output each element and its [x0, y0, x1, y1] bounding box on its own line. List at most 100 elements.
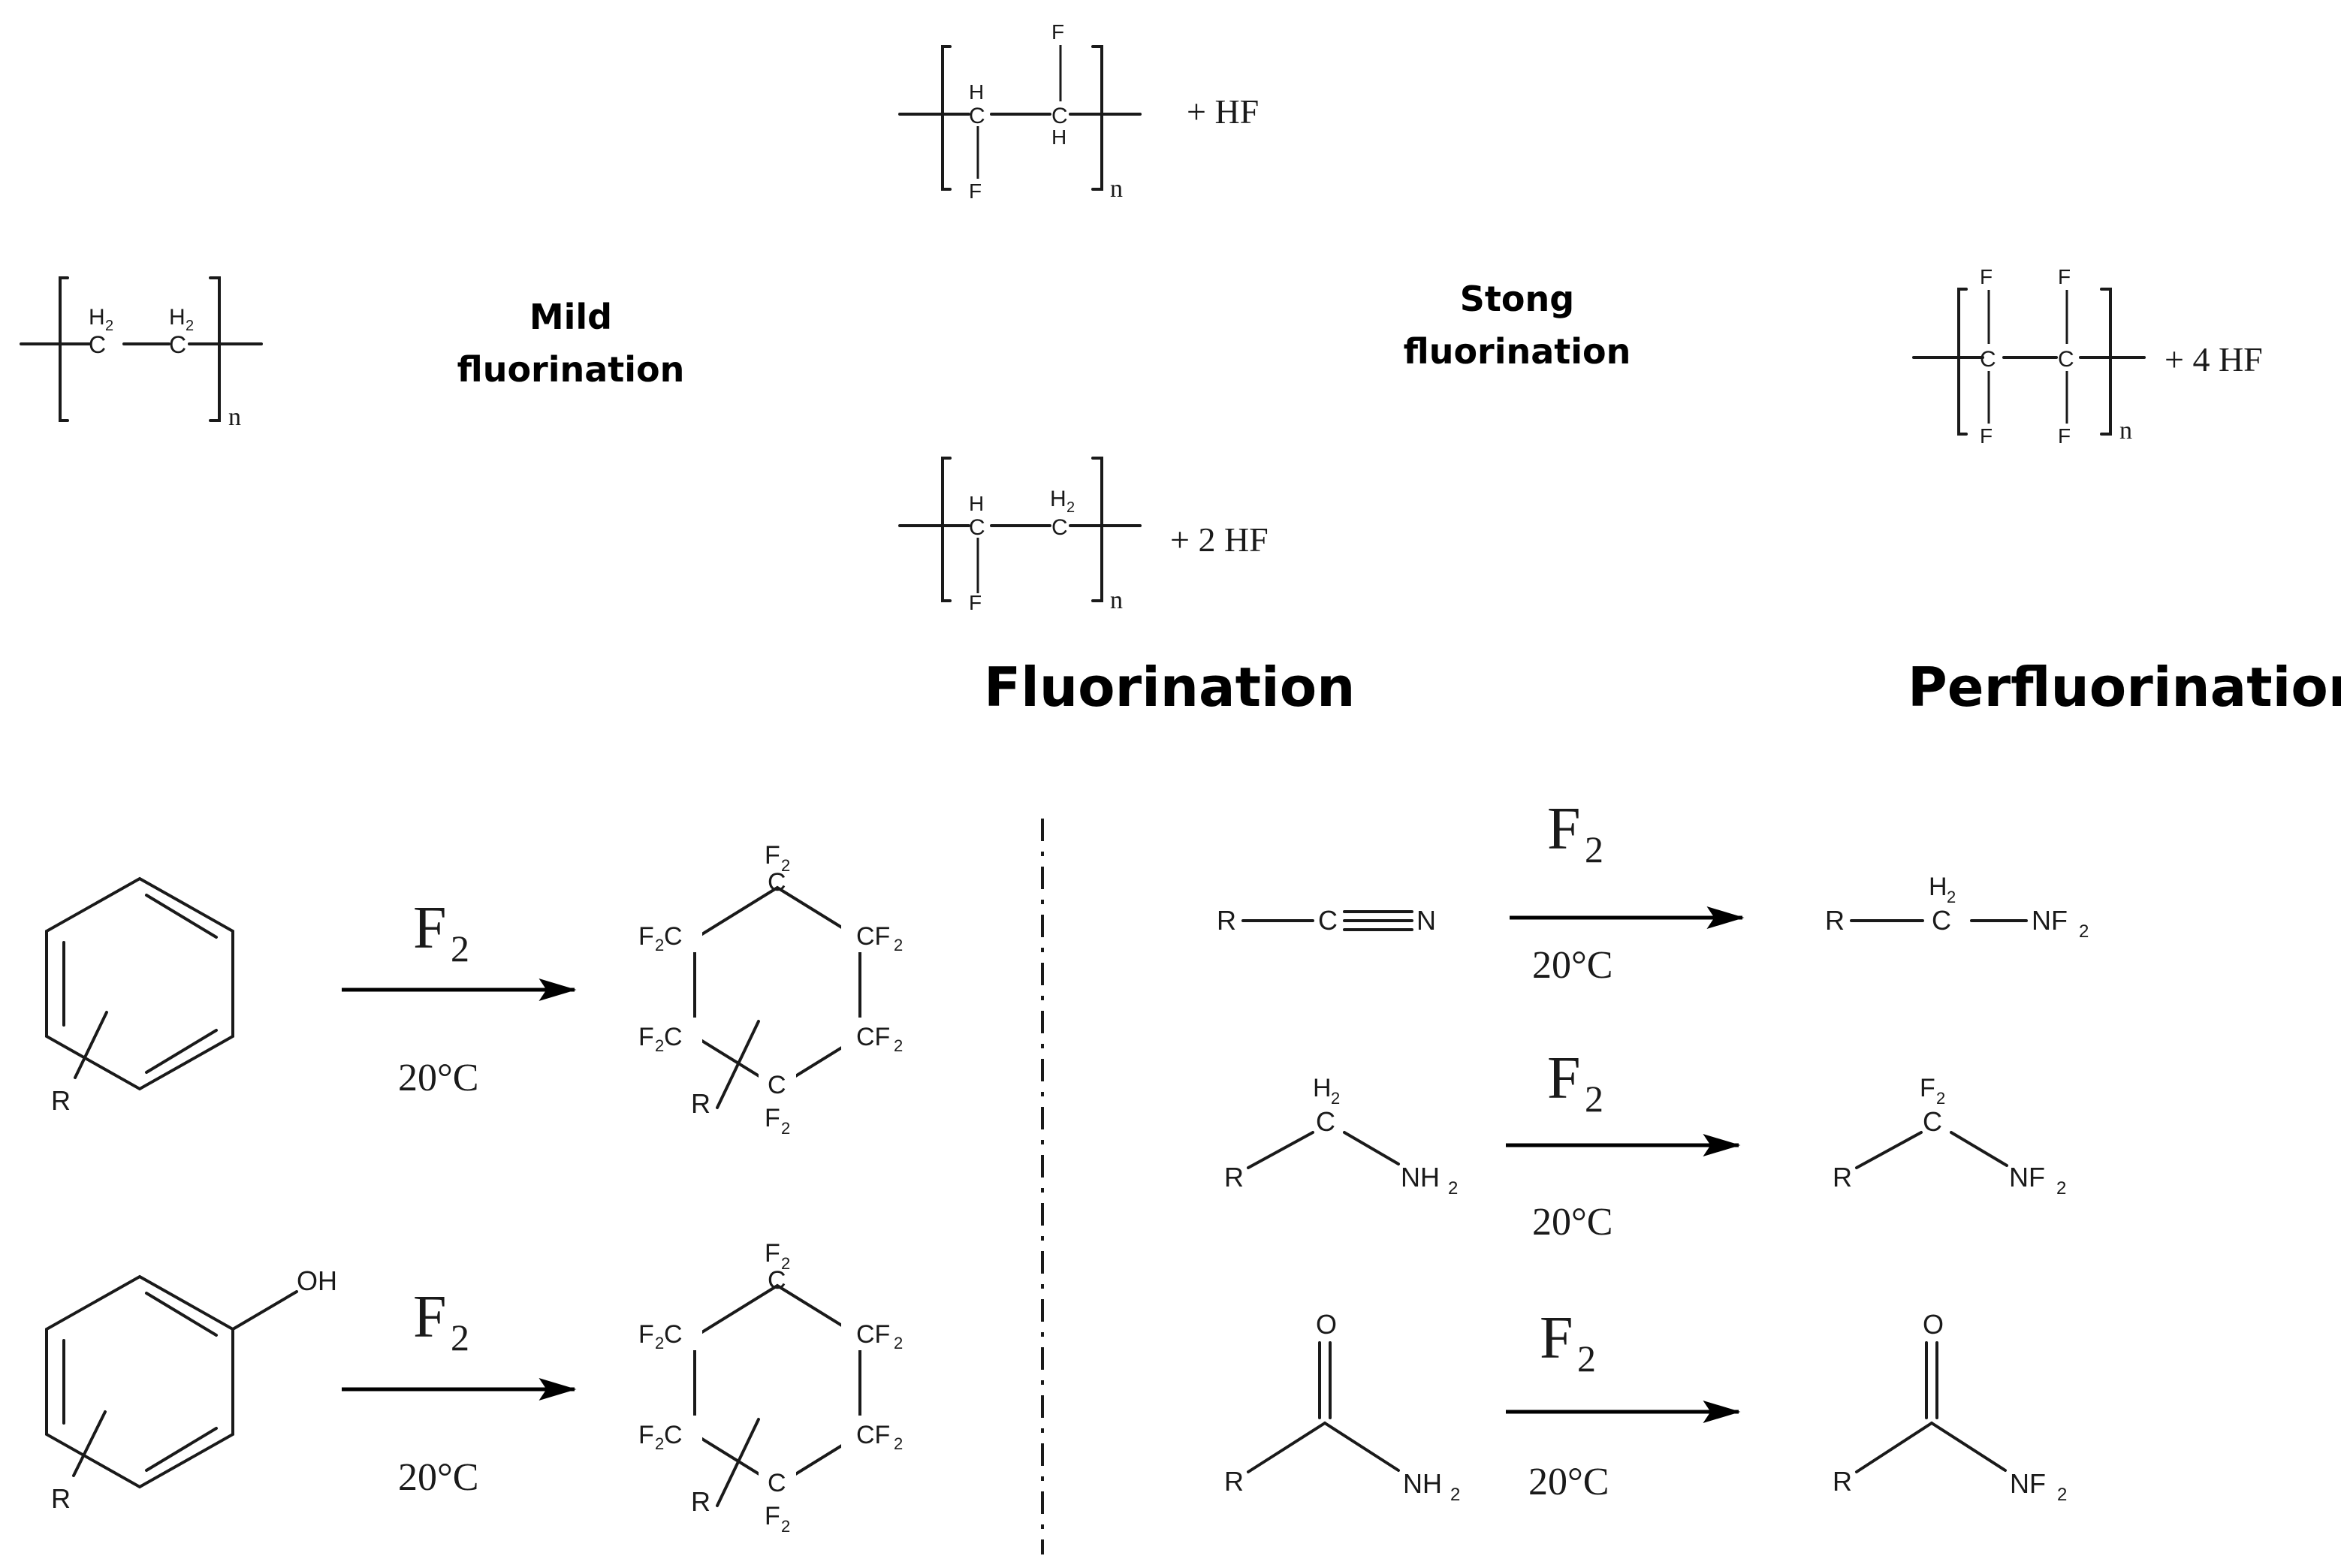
- svg-text:F: F: [969, 179, 982, 203]
- svg-text:20°C: 20°C: [1528, 1461, 1609, 1503]
- reaction-arrow-1: F 2 20°C: [342, 895, 577, 1099]
- perfluorocyclohexane-2: F 2 C CF 2 F 2 C F 2 C CF 2 C F 2 R: [635, 1232, 913, 1538]
- svg-text:C: C: [969, 515, 985, 540]
- svg-text:R: R: [1224, 1466, 1244, 1497]
- svg-text:2: 2: [894, 1434, 903, 1453]
- svg-text:2: 2: [1450, 1485, 1460, 1505]
- svg-text:C: C: [89, 331, 106, 358]
- svg-text:F: F: [1920, 1074, 1935, 1102]
- svg-text:2: 2: [2057, 1485, 2067, 1505]
- svg-text:2: 2: [1577, 1337, 1596, 1380]
- svg-text:CF: CF: [856, 1421, 890, 1449]
- svg-text:2: 2: [451, 927, 469, 969]
- svg-text:R: R: [51, 1483, 71, 1514]
- reaction-arrow-3: F 2 20°C: [1510, 796, 1745, 987]
- svg-text:H: H: [1929, 873, 1947, 901]
- perfluorocyclohexane-1: F 2 C CF 2 F 2 C F 2 C CF 2 C F 2 R: [635, 834, 913, 1140]
- amine-product: R F 2 C NF 2: [1833, 1074, 2066, 1199]
- svg-text:CF: CF: [856, 922, 890, 951]
- product-chf-chf: H C F F C H n + HF: [898, 20, 1259, 203]
- svg-text:20°C: 20°C: [398, 1057, 478, 1099]
- svg-text:C: C: [1316, 1106, 1335, 1137]
- svg-text:C: C: [1051, 104, 1068, 128]
- svg-text:NH: NH: [1403, 1468, 1442, 1499]
- svg-text:F: F: [1547, 796, 1581, 862]
- product-chf-ch2: H C F H 2 C n + 2 HF: [898, 457, 1269, 614]
- svg-text:H: H: [169, 305, 186, 330]
- svg-text:2: 2: [781, 1254, 790, 1273]
- svg-text:R: R: [1825, 905, 1845, 936]
- svg-text:20°C: 20°C: [1532, 1201, 1612, 1244]
- svg-text:C: C: [664, 922, 683, 951]
- svg-text:H: H: [1050, 487, 1066, 511]
- svg-text:2: 2: [894, 1334, 903, 1352]
- svg-text:F: F: [638, 1421, 654, 1449]
- svg-text:2: 2: [781, 856, 790, 875]
- svg-text:C: C: [664, 1023, 683, 1051]
- svg-text:NF: NF: [2010, 1468, 2046, 1499]
- svg-text:C: C: [664, 1421, 683, 1449]
- svg-text:F: F: [765, 1239, 780, 1268]
- svg-text:2: 2: [1936, 1089, 1945, 1108]
- svg-text:NH: NH: [1401, 1162, 1440, 1193]
- svg-text:H: H: [89, 305, 105, 330]
- svg-text:2: 2: [1585, 828, 1603, 870]
- svg-text:n: n: [2119, 417, 2132, 445]
- phenol-reactant: OH R: [45, 1265, 337, 1514]
- svg-text:F: F: [1980, 265, 1993, 288]
- svg-text:+ 4 HF: + 4 HF: [2165, 340, 2263, 378]
- svg-text:2: 2: [781, 1119, 790, 1138]
- product-perfluoro: F C F F C F n + 4 HF: [1912, 265, 2263, 448]
- svg-text:2: 2: [894, 936, 903, 954]
- strong-fluorination-label-2: fluorination: [1404, 331, 1631, 372]
- svg-text:R: R: [51, 1085, 71, 1116]
- svg-text:F: F: [413, 1284, 447, 1350]
- svg-text:20°C: 20°C: [398, 1456, 478, 1499]
- reaction-arrow-4: F 2 20°C: [1506, 1045, 1741, 1244]
- svg-text:2: 2: [1066, 499, 1075, 516]
- svg-text:2: 2: [1331, 1089, 1340, 1108]
- svg-text:C: C: [768, 868, 786, 897]
- svg-text:H: H: [969, 492, 984, 515]
- fluorination-title: Fluorination: [984, 656, 1355, 719]
- svg-text:2: 2: [186, 318, 194, 334]
- svg-text:R: R: [1224, 1162, 1244, 1193]
- svg-text:2: 2: [781, 1517, 790, 1536]
- perfluorination-title: Perfluorination: [1908, 656, 2341, 719]
- nitrile-reactant: R C N: [1217, 905, 1436, 936]
- svg-text:C: C: [1051, 515, 1068, 540]
- nitrile-product: R H 2 C NF 2: [1825, 873, 2089, 942]
- svg-text:2: 2: [2056, 1178, 2066, 1199]
- svg-text:C: C: [169, 331, 186, 358]
- svg-text:C: C: [664, 1320, 683, 1349]
- svg-text:F: F: [638, 1023, 654, 1051]
- svg-text:F: F: [638, 922, 654, 951]
- svg-text:+ 2 HF: + 2 HF: [1170, 520, 1269, 559]
- svg-text:H: H: [1051, 125, 1066, 149]
- svg-text:R: R: [1217, 905, 1236, 936]
- mild-fluorination-label-2: fluorination: [457, 349, 685, 390]
- svg-text:OH: OH: [297, 1265, 337, 1296]
- amide-reactant: O R NH 2: [1224, 1309, 1460, 1505]
- reaction-arrow-5: F 2 20°C: [1506, 1305, 1741, 1503]
- svg-text:n: n: [1110, 586, 1123, 614]
- svg-text:CF: CF: [856, 1023, 890, 1051]
- benzene-reactant: R: [45, 876, 234, 1116]
- svg-text:2: 2: [451, 1316, 469, 1358]
- svg-text:F: F: [413, 895, 447, 961]
- svg-text:2: 2: [105, 318, 113, 334]
- svg-text:C: C: [768, 1266, 786, 1295]
- strong-fluorination-label: Stong: [1460, 279, 1574, 319]
- svg-text:C: C: [1923, 1106, 1942, 1137]
- svg-text:O: O: [1316, 1309, 1337, 1340]
- svg-text:2: 2: [1947, 888, 1956, 906]
- svg-text:F: F: [765, 841, 780, 870]
- svg-text:R: R: [691, 1486, 710, 1517]
- svg-text:+ HF: + HF: [1187, 92, 1259, 131]
- svg-text:n: n: [1110, 175, 1123, 203]
- svg-text:F: F: [1547, 1045, 1581, 1111]
- svg-text:R: R: [1833, 1162, 1852, 1193]
- svg-text:F: F: [1051, 20, 1064, 44]
- svg-text:C: C: [768, 1071, 786, 1099]
